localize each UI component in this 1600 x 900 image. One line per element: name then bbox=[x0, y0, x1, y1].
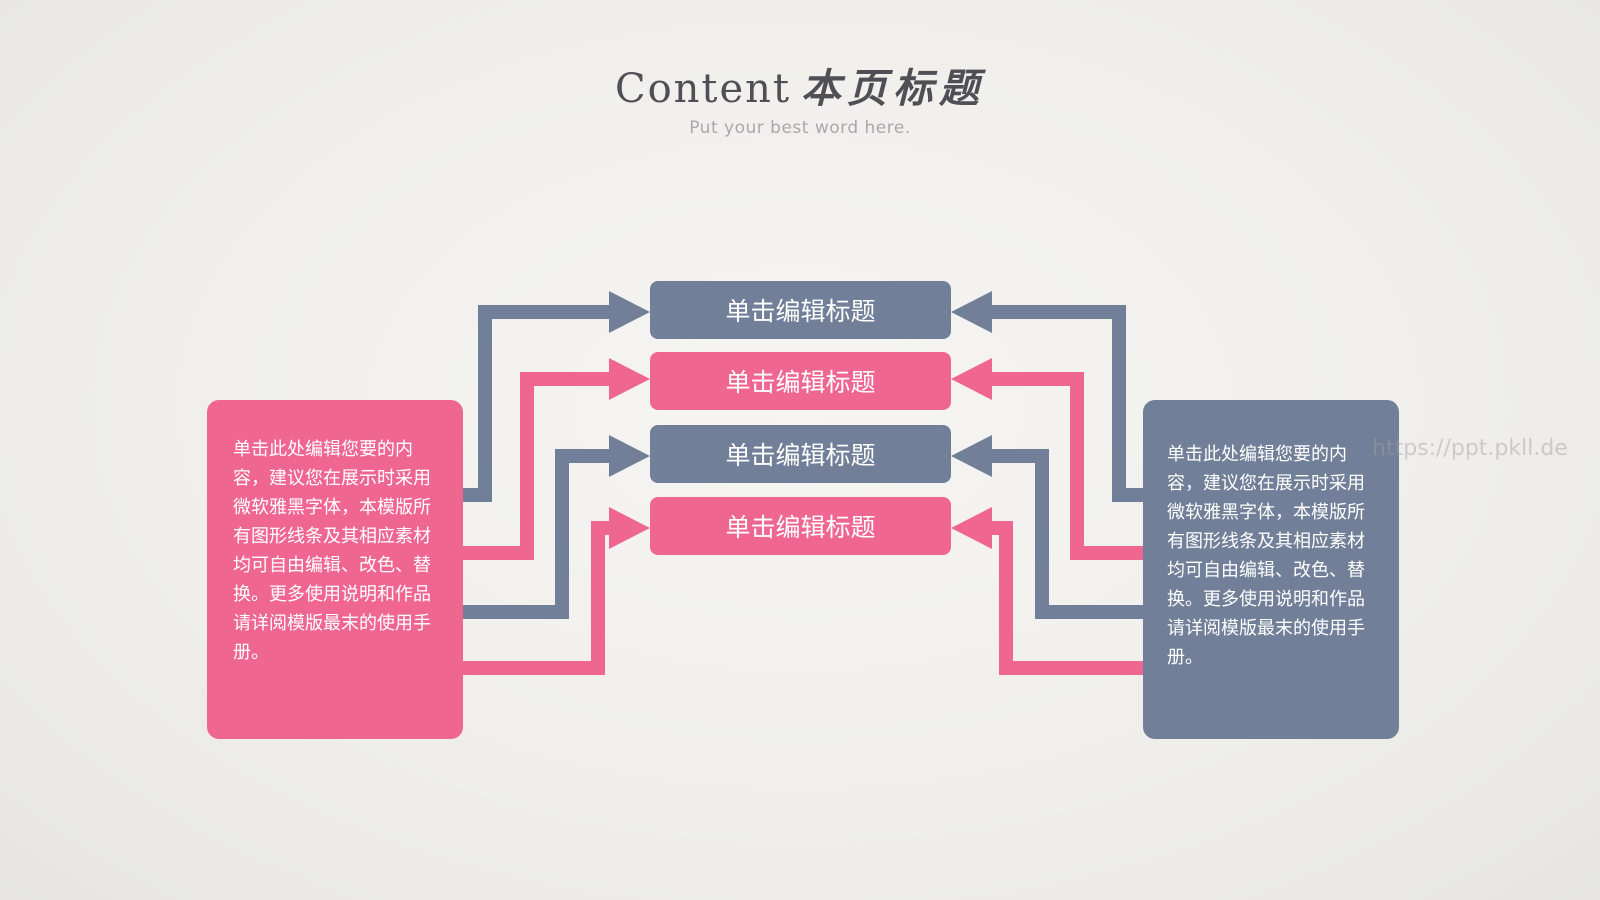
center-title-1[interactable]: 单击编辑标题 bbox=[650, 281, 951, 339]
left-connector-1 bbox=[462, 305, 611, 502]
right-arrowhead-1 bbox=[951, 291, 992, 333]
left-arrowhead-4 bbox=[609, 507, 650, 549]
left-arrowhead-3 bbox=[609, 435, 650, 477]
right-connector-2 bbox=[990, 372, 1143, 560]
right-connector-4 bbox=[990, 521, 1143, 675]
left-arrowhead-1 bbox=[609, 291, 650, 333]
right-text-box[interactable]: 单击此处编辑您要的内容，建议您在展示时采用微软雅黑字体，本模版所有图形线条及其相… bbox=[1143, 400, 1399, 739]
left-connector-4 bbox=[462, 521, 611, 675]
center-title-3[interactable]: 单击编辑标题 bbox=[650, 425, 951, 483]
left-text: 单击此处编辑您要的内容，建议您在展示时采用微软雅黑字体，本模版所有图形线条及其相… bbox=[233, 439, 431, 663]
watermark-text: https://ppt.pkll.de bbox=[1372, 436, 1568, 461]
left-text-box[interactable]: 单击此处编辑您要的内容，建议您在展示时采用微软雅黑字体，本模版所有图形线条及其相… bbox=[207, 400, 463, 739]
left-arrowhead-2 bbox=[609, 358, 650, 400]
left-connector-3 bbox=[462, 449, 611, 619]
right-connector-1 bbox=[990, 305, 1143, 502]
right-text: 单击此处编辑您要的内容，建议您在展示时采用微软雅黑字体，本模版所有图形线条及其相… bbox=[1167, 444, 1365, 668]
right-connector-3 bbox=[990, 449, 1143, 619]
center-title-4[interactable]: 单击编辑标题 bbox=[650, 497, 951, 555]
right-arrowhead-2 bbox=[951, 358, 992, 400]
right-arrowhead-3 bbox=[951, 435, 992, 477]
title-zh: 本页标题 bbox=[801, 65, 986, 112]
page-subtitle: Put your best word here. bbox=[689, 118, 911, 138]
title-en: Content bbox=[614, 66, 792, 112]
center-title-2[interactable]: 单击编辑标题 bbox=[650, 352, 951, 410]
right-arrowhead-4 bbox=[951, 507, 992, 549]
left-connector-2 bbox=[462, 372, 611, 560]
